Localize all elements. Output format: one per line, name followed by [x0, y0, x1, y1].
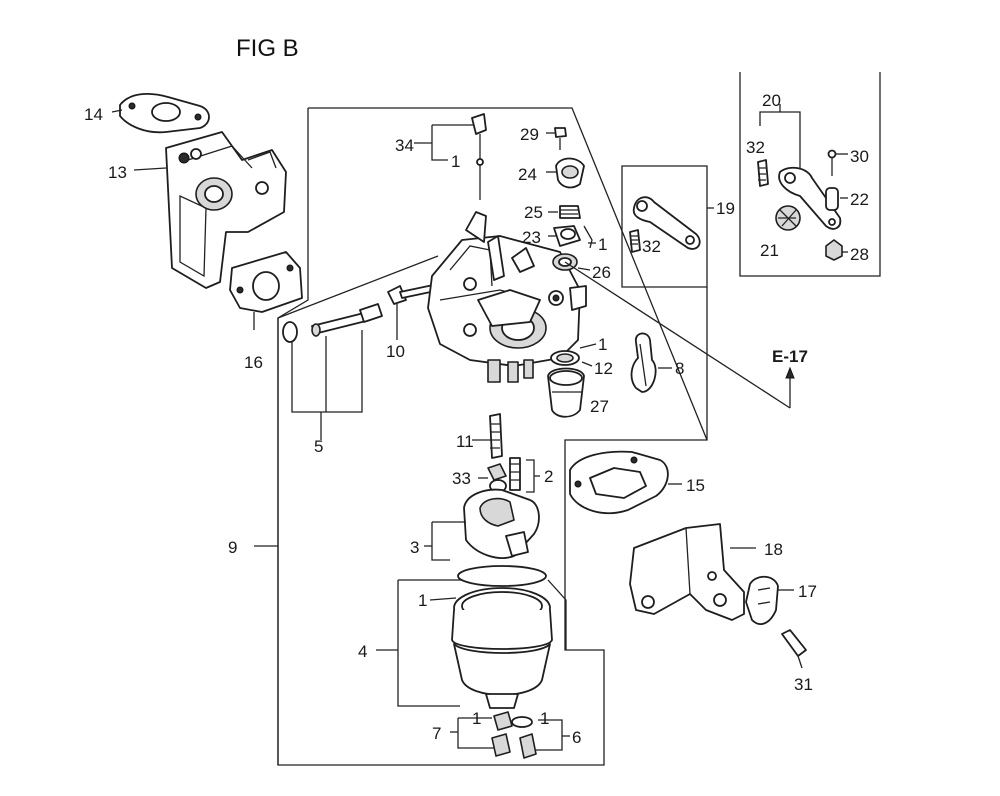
callout-1-d: 1 [418, 591, 427, 610]
callout-11: 11 [456, 432, 474, 451]
callout-31: 31 [794, 675, 813, 694]
callout-32-a: 32 [642, 237, 661, 256]
callout-21: 21 [760, 241, 779, 260]
callout-5: 5 [314, 437, 323, 456]
callout-26: 26 [592, 263, 611, 282]
reference-e17: E-17 [772, 347, 808, 366]
gasket-15 [569, 450, 682, 514]
callout-28: 28 [850, 245, 869, 264]
bolt-5 [282, 303, 383, 440]
bracket-18 [629, 523, 756, 621]
callout-9: 9 [228, 538, 237, 557]
callout-8: 8 [675, 359, 684, 378]
callout-20: 20 [762, 91, 781, 110]
callout-24: 24 [518, 165, 537, 184]
reference-leader [564, 261, 795, 409]
jet-11-33-2 [472, 413, 540, 493]
callout-4: 4 [358, 642, 367, 661]
callout-22: 22 [850, 190, 869, 209]
callout-25: 25 [524, 203, 543, 222]
drain-screw-6-7 [450, 711, 570, 759]
callout-13: 13 [108, 163, 127, 182]
callout-1-f: 1 [540, 709, 549, 728]
insulator-13 [133, 131, 287, 289]
callout-34: 34 [395, 136, 414, 155]
callout-33: 33 [452, 469, 471, 488]
callout-1-e: 1 [472, 709, 481, 728]
callout-29: 29 [520, 125, 539, 144]
callout-17: 17 [798, 582, 817, 601]
callout-12: 12 [594, 359, 613, 378]
callout-1-b: 1 [598, 235, 607, 254]
seal-12-and-needle-27 [547, 350, 593, 418]
callout-1-a: 1 [451, 152, 460, 171]
figure-title: FIG B [236, 35, 299, 62]
callout-6: 6 [572, 728, 581, 747]
part-19-box [621, 165, 714, 288]
callout-32-b: 32 [746, 138, 765, 157]
assembly-outline [254, 107, 708, 766]
float-3 [424, 488, 540, 561]
clip-8 [630, 332, 672, 393]
callout-16: 16 [244, 353, 263, 372]
callout-19: 19 [716, 199, 735, 218]
callout-18: 18 [764, 540, 783, 559]
callout-27: 27 [590, 397, 609, 416]
callout-1-c: 1 [598, 335, 607, 354]
callout-10: 10 [386, 342, 405, 361]
callout-15: 15 [686, 476, 705, 495]
float-bowl-4 [376, 565, 567, 709]
top-parts-stack [414, 113, 593, 271]
part-20-box [739, 72, 881, 277]
callout-23: 23 [522, 228, 541, 247]
label-leaders [579, 242, 597, 349]
callout-30: 30 [850, 147, 869, 166]
callout-7: 7 [432, 724, 441, 743]
callout-14: 14 [84, 105, 103, 124]
clip-17-screw-31 [745, 575, 807, 669]
gasket-14 [111, 93, 210, 134]
gasket-16 [229, 251, 303, 330]
callout-2: 2 [544, 467, 553, 486]
carburetor-body [427, 211, 587, 383]
callout-labels: 14 13 16 5 10 34 1 29 24 25 23 1 26 1 12… [84, 91, 869, 747]
callout-3: 3 [410, 538, 419, 557]
